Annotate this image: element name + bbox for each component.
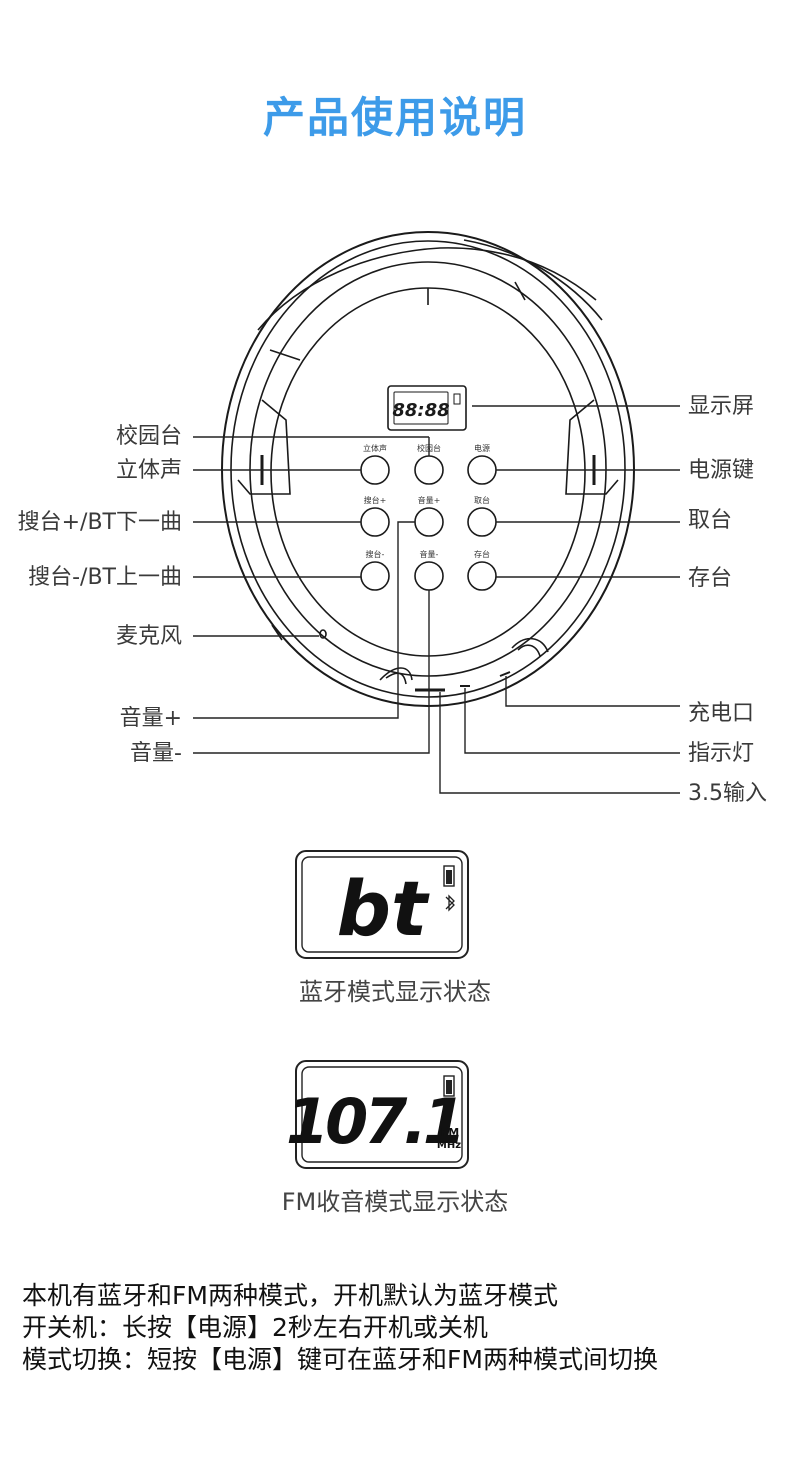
label-yinliang-plus: 音量+ (119, 706, 182, 731)
cuntai-button (467, 561, 497, 591)
label-soutai-plus: 搜台+/BT下一曲 (17, 510, 182, 535)
top-hinge (257, 247, 597, 331)
soutai-minus-button (360, 561, 390, 591)
instruction-line-1: 本机有蓝牙和FM两种模式，开机默认为蓝牙模式 (22, 1281, 558, 1310)
btn-label-yinliang-minus: 音量- (420, 549, 439, 559)
btn-label-dianyuan: 电源 (474, 443, 490, 453)
qutai-button (467, 507, 497, 537)
left-bracket (237, 399, 291, 495)
label-chongdiankou: 充电口 (688, 701, 755, 726)
label-cuntai: 存台 (688, 566, 733, 591)
instruction-line-2: 开关机：长按【电源】2秒左右开机或关机 (22, 1313, 488, 1342)
btn-label-soutai-minus: 搜台- (366, 549, 385, 559)
lcd-bt-panel: bt (295, 850, 469, 959)
litisheng-button (360, 455, 390, 485)
btn-label-litisheng: 立体声 (363, 443, 387, 453)
label-xianshiping: 显示屏 (688, 394, 755, 419)
svg-text:88:88: 88:88 (392, 400, 449, 421)
lcd-fm-unit: MHz (437, 1140, 461, 1151)
leader-input35 (439, 692, 680, 794)
label-xiaoyuantai: 校园台 (115, 424, 182, 449)
btn-label-yinliang-plus: 音量+ (418, 495, 441, 505)
label-dianyuanjian: 电源键 (688, 458, 755, 483)
leader-yinliang-plus (193, 521, 415, 719)
lcd-fm-frequency: 107.1 (286, 1085, 462, 1158)
label-maikefeng: 麦克风 (115, 624, 182, 649)
device-face (270, 287, 586, 657)
device-outer-rim (230, 240, 626, 698)
label-yinliang-minus: 音量- (130, 741, 182, 766)
caption-bt-mode: 蓝牙模式显示状态 (299, 978, 491, 1006)
leader-chongdiankou (505, 676, 680, 707)
right-bracket (565, 399, 619, 495)
label-litisheng: 立体声 (115, 458, 182, 483)
btn-label-qutai: 取台 (474, 495, 490, 505)
device-outer-shell (221, 231, 635, 707)
power-button (467, 455, 497, 485)
label-zhishideng: 指示灯 (688, 741, 755, 766)
battery-icon (443, 865, 455, 887)
instruction-line-3: 模式切换：短按【电源】键可在蓝牙和FM两种模式间切换 (22, 1345, 658, 1374)
soutai-plus-button (360, 507, 390, 537)
lcd-fm-band: FM (441, 1126, 459, 1139)
volume-minus-button (414, 561, 444, 591)
btn-label-cuntai: 存台 (474, 549, 490, 559)
bluetooth-icon (445, 894, 455, 912)
label-qutai: 取台 (688, 508, 733, 533)
xiaoyuantai-button (414, 455, 444, 485)
device-lcd (387, 385, 467, 431)
lcd-fm-panel: 107.1 FM MHz (286, 1060, 469, 1169)
btn-label-soutai-plus: 搜台+ (364, 495, 387, 505)
lcd-bt-text: bt (337, 864, 430, 953)
battery-icon-fm (443, 1075, 455, 1097)
leader-zhishideng (464, 688, 680, 754)
leader-yinliang-minus (193, 590, 430, 754)
caption-fm-mode: FM收音模式显示状态 (281, 1188, 509, 1216)
label-input35: 3.5输入 (688, 781, 767, 806)
page-title: 产品使用说明 (262, 93, 527, 142)
microphone-hole (319, 629, 327, 639)
instructions-block: 本机有蓝牙和FM两种模式，开机默认为蓝牙模式 开关机：长按【电源】2秒左右开机或… (22, 1280, 658, 1376)
volume-plus-button (414, 507, 444, 537)
device-inner-rim (249, 261, 607, 677)
label-soutai-minus: 搜台-/BT上一曲 (28, 565, 182, 590)
